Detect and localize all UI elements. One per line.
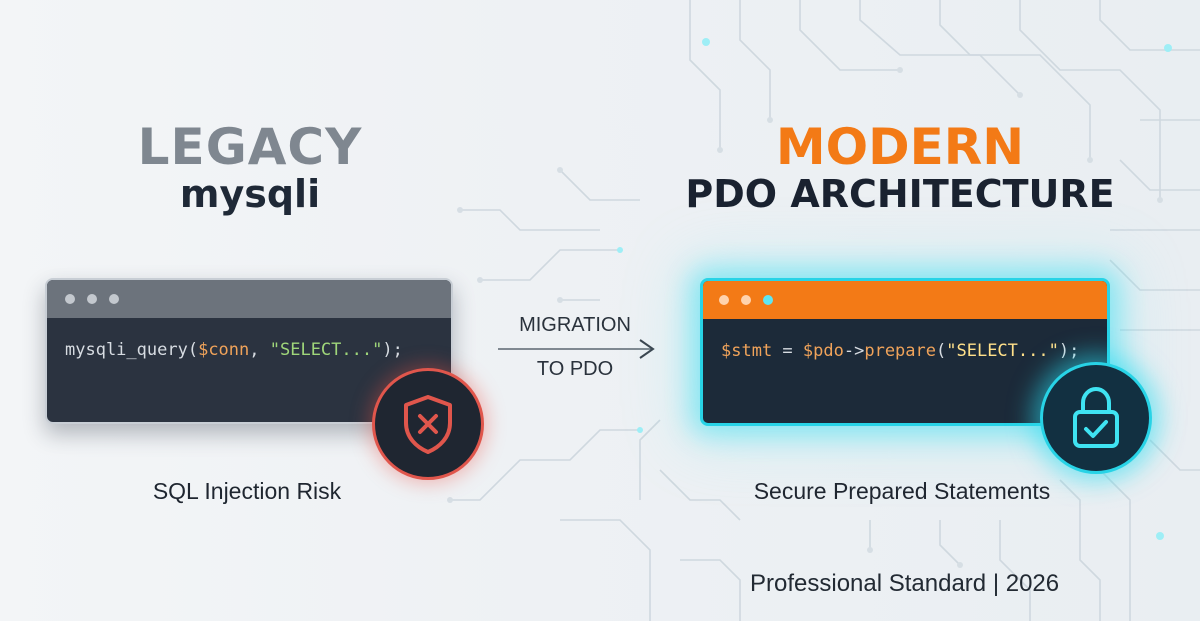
code-string: "SELECT..." — [946, 341, 1059, 361]
modern-caption: Secure Prepared Statements — [753, 478, 1051, 504]
window-dot-icon — [65, 294, 75, 304]
modern-subtitle: PDO ARCHITECTURE — [685, 172, 1115, 216]
migration-label-line1: MIGRATION — [519, 314, 631, 336]
footer-label: Professional Standard — [750, 570, 987, 597]
modern-window-titlebar — [703, 281, 1107, 319]
footer: Professional Standard | 2026 — [750, 570, 1059, 598]
legacy-window-titlebar — [47, 280, 451, 318]
code-punct: ( — [936, 341, 947, 361]
window-dot-icon — [719, 295, 729, 305]
code-punct: , — [249, 340, 270, 360]
legacy-caption: SQL Injection Risk — [152, 478, 342, 504]
modern-title: MODERN — [775, 118, 1025, 176]
legacy-title: LEGACY — [137, 118, 363, 176]
migration-label-line2: TO PDO — [536, 358, 614, 380]
legacy-subtitle: mysqli — [179, 172, 321, 216]
code-punct: ); — [1058, 341, 1080, 361]
code-punct: -> — [843, 341, 865, 361]
code-variable: $conn — [198, 340, 250, 360]
window-dot-icon — [741, 295, 751, 305]
code-variable: $stmt — [721, 341, 773, 361]
code-function: mysqli_query — [65, 340, 188, 360]
window-dot-icon — [109, 294, 119, 304]
window-dot-icon — [763, 295, 773, 305]
legacy-code-line: mysqli_query($conn, "SELECT..."); — [65, 340, 403, 360]
window-dot-icon — [87, 294, 97, 304]
code-string: "SELECT..." — [269, 340, 383, 360]
padlock-check-icon — [1040, 362, 1152, 474]
code-function: prepare — [864, 341, 936, 361]
footer-separator: | — [992, 570, 1000, 597]
migration-arrow — [498, 339, 655, 359]
code-variable: $pdo — [802, 341, 844, 361]
modern-code-line: $stmt = $pdo->prepare("SELECT..."); — [721, 341, 1079, 361]
shield-x-icon — [372, 368, 484, 480]
code-punct: = — [772, 341, 803, 361]
modern-code-window: $stmt = $pdo->prepare("SELECT..."); — [700, 278, 1110, 426]
code-punct: ( — [187, 340, 199, 360]
footer-year: 2026 — [1005, 570, 1060, 597]
code-punct: ); — [382, 340, 403, 360]
